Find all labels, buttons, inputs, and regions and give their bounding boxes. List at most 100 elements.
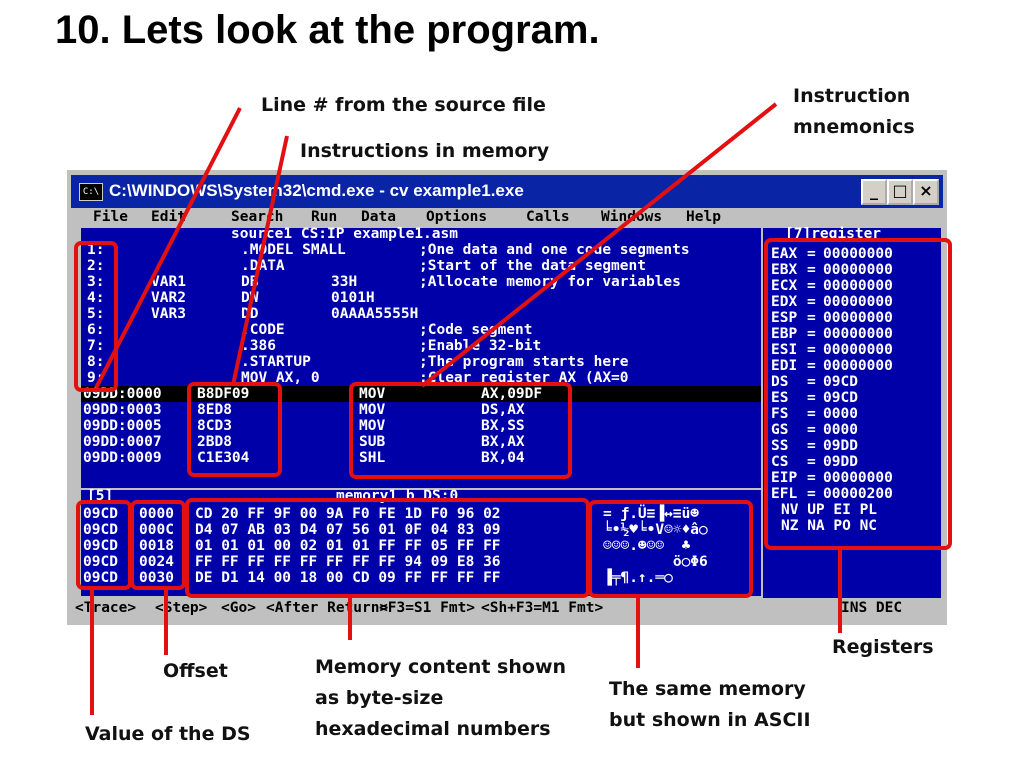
register-equals: = — [807, 358, 816, 374]
register-value: 00000000 — [823, 326, 893, 342]
register-value: 00000200 — [823, 486, 893, 502]
memory-offset: 000C — [139, 522, 174, 538]
register-name: EBX — [771, 262, 798, 278]
register-equals: = — [807, 470, 816, 486]
register-value: 00000000 — [823, 262, 893, 278]
register-equals: = — [807, 422, 816, 438]
registers-highlight — [764, 238, 952, 550]
source-arg: 33H — [331, 274, 358, 290]
disasm-address: 09DD:0007 — [83, 434, 162, 450]
callout-line-number: Line # from the source file — [261, 94, 546, 116]
register-name: ESI — [771, 342, 798, 358]
source-arg: 0AAAA5555H — [331, 306, 419, 322]
source-label: VAR3 — [151, 306, 186, 322]
menu-item-help[interactable]: Help — [686, 209, 721, 225]
maximize-button[interactable]: □ — [887, 179, 913, 205]
minimize-button[interactable]: _ — [861, 179, 887, 205]
flags-row-2: NZ NA PO NC — [781, 518, 878, 534]
memory-offset: 0000 — [139, 506, 174, 522]
memory-bytes: CD 20 FF 9F 00 9A F0 FE 1D F0 96 02 — [195, 506, 501, 522]
memory-bytes: D4 07 AB 03 D4 07 56 01 0F 04 83 09 — [195, 522, 501, 538]
register-value: 00000000 — [823, 470, 893, 486]
source-line-number: 6: — [87, 322, 105, 338]
disasm-operand: DS,AX — [481, 402, 525, 418]
memory-bytes: 01 01 01 00 02 01 01 FF FF 05 FF FF — [195, 538, 501, 554]
menu-item-file[interactable]: File — [93, 209, 128, 225]
menu-item-options[interactable]: Options — [426, 209, 488, 225]
mnemonics-highlight — [349, 382, 572, 479]
close-button[interactable]: × — [913, 179, 939, 205]
status-command[interactable]: <Sh+F3=M1 Fmt> — [481, 600, 604, 616]
register-value: 09CD — [823, 374, 858, 390]
register-value: 00000000 — [823, 310, 893, 326]
source-arg: 0101H — [331, 290, 375, 306]
disasm-operand: AX,09DF — [481, 386, 543, 402]
status-command[interactable]: <After Return> — [266, 600, 389, 616]
source-op: .CODE — [241, 322, 285, 338]
offset-highlight — [130, 500, 186, 590]
register-name: EBP — [771, 326, 798, 342]
register-value: 0000 — [823, 406, 858, 422]
memory-segment: 09CD — [83, 554, 118, 570]
register-value: 00000000 — [823, 358, 893, 374]
ascii-highlight — [588, 500, 753, 598]
menu-item-run[interactable]: Run — [311, 209, 338, 225]
register-name: EDI — [771, 358, 798, 374]
register-name: EIP — [771, 470, 798, 486]
register-equals: = — [807, 326, 816, 342]
menu-item-data[interactable]: Data — [361, 209, 396, 225]
disasm-mnemonic: MOV — [359, 418, 386, 434]
disasm-address: 09DD:0003 — [83, 402, 162, 418]
current-instruction-bar — [81, 386, 761, 402]
register-name: CS — [771, 454, 789, 470]
register-equals: = — [807, 262, 816, 278]
callout-ds-value: Value of the DS — [85, 723, 251, 745]
memory-ascii: ö○Φ6 — [603, 554, 708, 570]
status-command[interactable]: <Go> — [221, 600, 256, 616]
register-equals: = — [807, 454, 816, 470]
disasm-mnemonic: SUB — [359, 434, 386, 450]
callout-ascii-1: The same memory — [609, 678, 806, 700]
register-name: SS — [771, 438, 789, 454]
register-equals: = — [807, 438, 816, 454]
register-equals: = — [807, 310, 816, 326]
register-equals: = — [807, 342, 816, 358]
source-op: .386 — [241, 338, 276, 354]
register-equals: = — [807, 278, 816, 294]
register-value: 09DD — [823, 438, 858, 454]
disasm-operand: BX,AX — [481, 434, 525, 450]
window-titlebar[interactable]: C:\ C:\WINDOWS\System32\cmd.exe - cv exa… — [71, 175, 943, 208]
source-line-number: 3: — [87, 274, 105, 290]
memory-segment: 09CD — [83, 570, 118, 586]
source-comment: ;The program starts here — [419, 354, 629, 370]
memory-ascii: ▐╤¶.↑.═○ — [603, 570, 673, 586]
register-value: 00000000 — [823, 342, 893, 358]
register-name: EDX — [771, 294, 798, 310]
callout-registers: Registers — [832, 636, 934, 658]
register-value: 00000000 — [823, 246, 893, 262]
register-name: GS — [771, 422, 789, 438]
callout-mnemonics-2: mnemonics — [793, 116, 915, 138]
register-equals: = — [807, 246, 816, 262]
status-command[interactable]: <Step> — [155, 600, 208, 616]
disasm-bytes: 2BD8 — [197, 434, 232, 450]
flags-row-1: NV UP EI PL — [781, 502, 878, 518]
source-line-number: 7: — [87, 338, 105, 354]
disasm-address: 09DD:0005 — [83, 418, 162, 434]
register-equals: = — [807, 294, 816, 310]
source-label: VAR1 — [151, 274, 186, 290]
disasm-operand: BX,04 — [481, 450, 525, 466]
memory-segment: 09CD — [83, 522, 118, 538]
slide-title: 10. Lets look at the program. — [55, 8, 600, 52]
register-value: 09DD — [823, 454, 858, 470]
source-line-number: 1: — [87, 242, 105, 258]
disasm-bytes: 8ED8 — [197, 402, 232, 418]
menu-item-calls[interactable]: Calls — [526, 209, 570, 225]
source-op: .DATA — [241, 258, 285, 274]
register-name: DS — [771, 374, 789, 390]
menu-item-edit[interactable]: Edit — [151, 209, 186, 225]
status-command[interactable]: <F3=S1 Fmt> — [379, 600, 476, 616]
disasm-mnemonic: MOV — [359, 402, 386, 418]
source-line-number: 4: — [87, 290, 105, 306]
